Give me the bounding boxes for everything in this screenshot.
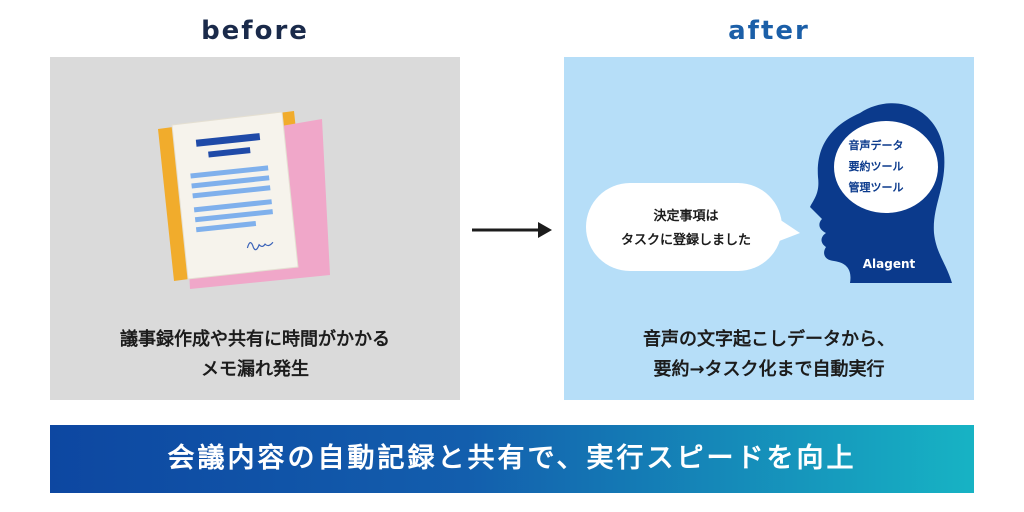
after-caption-line1: 音声の文字起こしデータから、	[643, 329, 895, 350]
after-panel: 決定事項は タスクに登録しました 音声データ 要約ツール 管理ツール Alage…	[564, 57, 974, 400]
document-stack-icon	[158, 111, 330, 289]
after-caption-line2: 要約→タスク化まで自動実行	[653, 359, 885, 380]
head-text: 音声データ 要約ツール 管理ツール	[826, 135, 926, 198]
before-caption: 議事録作成や共有に時間がかかる メモ漏れ発生	[50, 325, 460, 385]
ai-scene	[586, 103, 952, 283]
after-title: after	[728, 16, 810, 46]
head-line1: 音声データ	[848, 139, 904, 152]
summary-banner: 会議内容の自動記録と共有で、実行スピードを向上	[50, 425, 974, 493]
ai-head-icon	[810, 103, 952, 283]
bubble-line1: 決定事項は	[653, 209, 719, 224]
head-brand-label: Alagent	[862, 257, 916, 271]
bubble-text: 決定事項は タスクに登録しました	[592, 205, 780, 253]
after-caption: 音声の文字起こしデータから、 要約→タスク化まで自動実行	[564, 325, 974, 385]
before-panel: 議事録作成や共有に時間がかかる メモ漏れ発生	[50, 57, 460, 400]
before-caption-line1: 議事録作成や共有に時間がかかる	[120, 329, 390, 350]
speech-bubble-icon	[586, 183, 800, 271]
before-title: before	[201, 16, 309, 46]
bubble-line2: タスクに登録しました	[620, 233, 751, 248]
head-line2: 要約ツール	[848, 160, 904, 173]
right-arrow-icon	[472, 222, 552, 238]
before-caption-line2: メモ漏れ発生	[201, 359, 309, 380]
head-line3: 管理ツール	[848, 181, 904, 194]
